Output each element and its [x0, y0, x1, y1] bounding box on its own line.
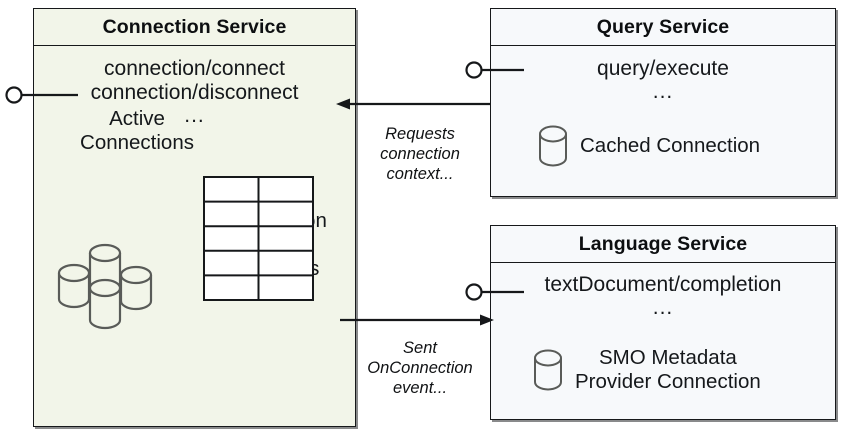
requests-label-line1: Requests — [385, 125, 455, 143]
component-language-service[interactable]: Language Service textDocument/completion… — [490, 225, 836, 420]
language-service-interface-list: textDocument/completion ... — [491, 273, 835, 318]
sent-label-line2: OnConnection — [367, 359, 473, 378]
database-cylinder-icon — [536, 124, 570, 168]
callbacks-caption-line2: Event — [248, 232, 302, 256]
connection-service-interface-list: connection/connect connection/disconnect… — [34, 57, 355, 126]
query-service-body: query/execute ... Cached Connection — [491, 46, 835, 196]
connection-service-body: connection/connect connection/disconnect… — [34, 46, 355, 426]
active-connections-caption: Active Connections — [62, 107, 212, 155]
connector-label-sent-onconnection-event: Sent OnConnection event... — [352, 338, 488, 398]
query-service-ellipsis: ... — [652, 79, 674, 103]
active-connections-caption-line2: Connections — [80, 130, 194, 154]
smo-metadata-provider-connection-store: SMO Metadata Provider Connection — [531, 346, 761, 394]
component-query-service[interactable]: Query Service query/execute ... Cached C… — [490, 8, 836, 197]
connector-requests-connection-context[interactable] — [336, 98, 490, 110]
connector-label-requests-connection-context: Requests connection context... — [355, 124, 485, 184]
database-cylinder-icon — [531, 348, 565, 392]
connection-service-title: Connection Service — [34, 9, 355, 46]
sent-label-line3: event... — [392, 379, 448, 398]
smo-label-line1: SMO Metadata — [598, 346, 737, 369]
interface-textdocument-completion[interactable]: textDocument/completion — [544, 273, 782, 296]
requests-label-line3: context... — [386, 165, 454, 184]
sent-label-line1: Sent — [403, 339, 437, 357]
connection-event-callbacks-caption: Connection Event Callbacks — [200, 209, 350, 280]
interface-connection-disconnect[interactable]: connection/disconnect — [90, 80, 299, 104]
component-connection-service[interactable]: Connection Service connection/connect co… — [33, 8, 356, 427]
active-connections-caption-line1: Active — [109, 107, 165, 130]
cached-connection-store: Cached Connection — [536, 124, 760, 168]
connector-sent-onconnection-event[interactable] — [340, 314, 494, 326]
smo-metadata-label: SMO Metadata Provider Connection — [575, 346, 761, 394]
smo-label-line2: Provider Connection — [575, 369, 761, 393]
connection-service-ellipsis: ... — [184, 103, 205, 127]
callbacks-caption-line3: Callbacks — [230, 256, 320, 280]
interface-connection-connect[interactable]: connection/connect — [104, 57, 285, 80]
query-service-title: Query Service — [491, 9, 835, 46]
language-service-body: textDocument/completion ... SMO Metadata… — [491, 263, 835, 419]
language-service-ellipsis: ... — [652, 295, 674, 319]
query-service-interface-list: query/execute ... — [491, 57, 835, 102]
language-service-title: Language Service — [491, 226, 835, 263]
interface-query-execute[interactable]: query/execute — [597, 57, 729, 80]
requests-label-line2: connection — [380, 145, 460, 164]
callbacks-caption-line1: Connection — [223, 209, 327, 232]
cached-connection-label: Cached Connection — [580, 134, 761, 158]
